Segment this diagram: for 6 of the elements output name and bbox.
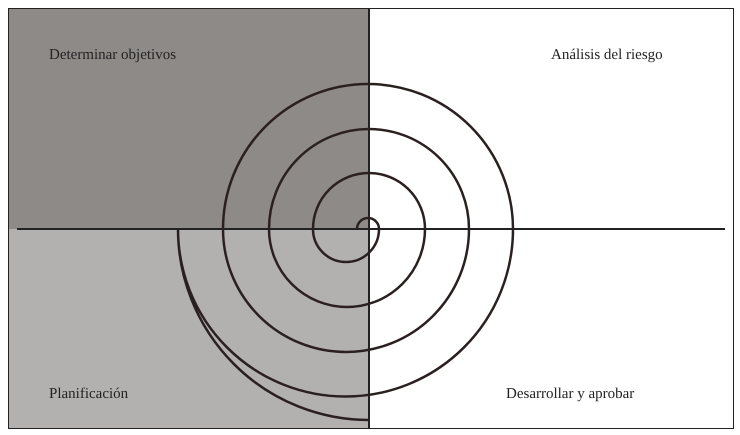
quadrant-label: Determinar objetivos xyxy=(49,47,176,64)
quadrant-label: Planificación xyxy=(49,386,128,403)
quadrant-label: Análisis del riesgo xyxy=(551,47,663,64)
quadrant-panel xyxy=(9,229,369,428)
quadrant-label: Desarrollar y aprobar xyxy=(506,386,634,403)
quadrant-panel xyxy=(9,9,369,229)
